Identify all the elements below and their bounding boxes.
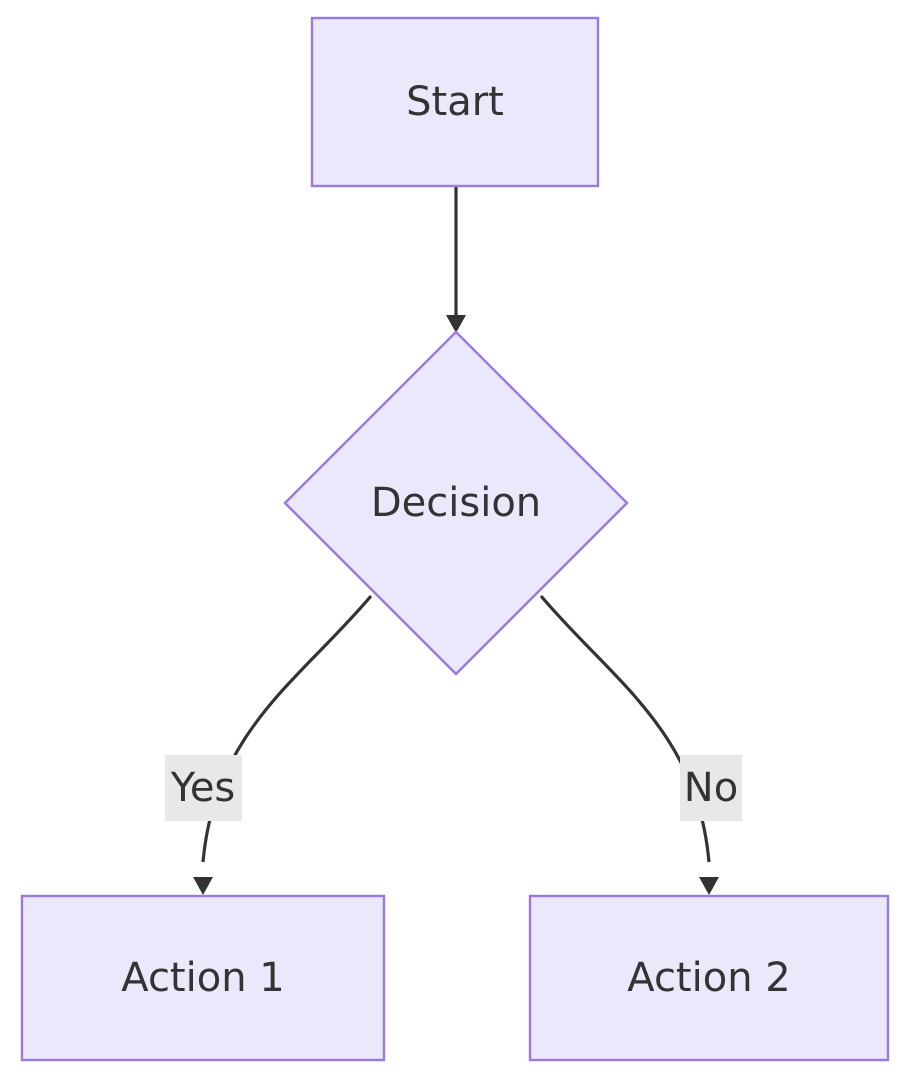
node-action1-shape [20, 894, 386, 1062]
edge-labels-layer: Yes No [165, 755, 742, 821]
arrowhead-icon [699, 877, 719, 895]
edge-label-yes-background [165, 755, 242, 821]
edge-start-to-decision[interactable] [446, 187, 466, 333]
edge-line [539, 594, 711, 863]
edge-label-no[interactable]: No [680, 755, 742, 821]
node-start-label: Start [406, 79, 504, 125]
arrowhead-icon [193, 877, 213, 895]
edge-label-yes[interactable]: Yes [165, 755, 242, 821]
edge-decision-to-action1[interactable] [193, 594, 373, 895]
node-start-shape [310, 16, 600, 188]
node-action1-label: Action 1 [121, 955, 284, 1001]
node-action2-shape [528, 894, 890, 1062]
edge-label-no-background [680, 755, 742, 821]
edge-line [201, 594, 373, 863]
node-action2[interactable]: Action 2 [528, 894, 890, 1062]
edge-label-no-text: No [684, 765, 738, 811]
node-start[interactable]: Start [310, 16, 600, 188]
node-decision-label: Decision [371, 480, 541, 526]
node-action2-label: Action 2 [627, 955, 790, 1001]
node-decision[interactable]: Decision [283, 330, 629, 676]
node-decision-shape [283, 330, 629, 676]
edge-decision-to-action2[interactable] [539, 594, 719, 895]
nodes-layer: Start Decision Action 1 Action 2 [20, 16, 890, 1062]
node-action1[interactable]: Action 1 [20, 894, 386, 1062]
arrowhead-icon [446, 315, 466, 333]
edge-label-yes-text: Yes [170, 765, 236, 811]
